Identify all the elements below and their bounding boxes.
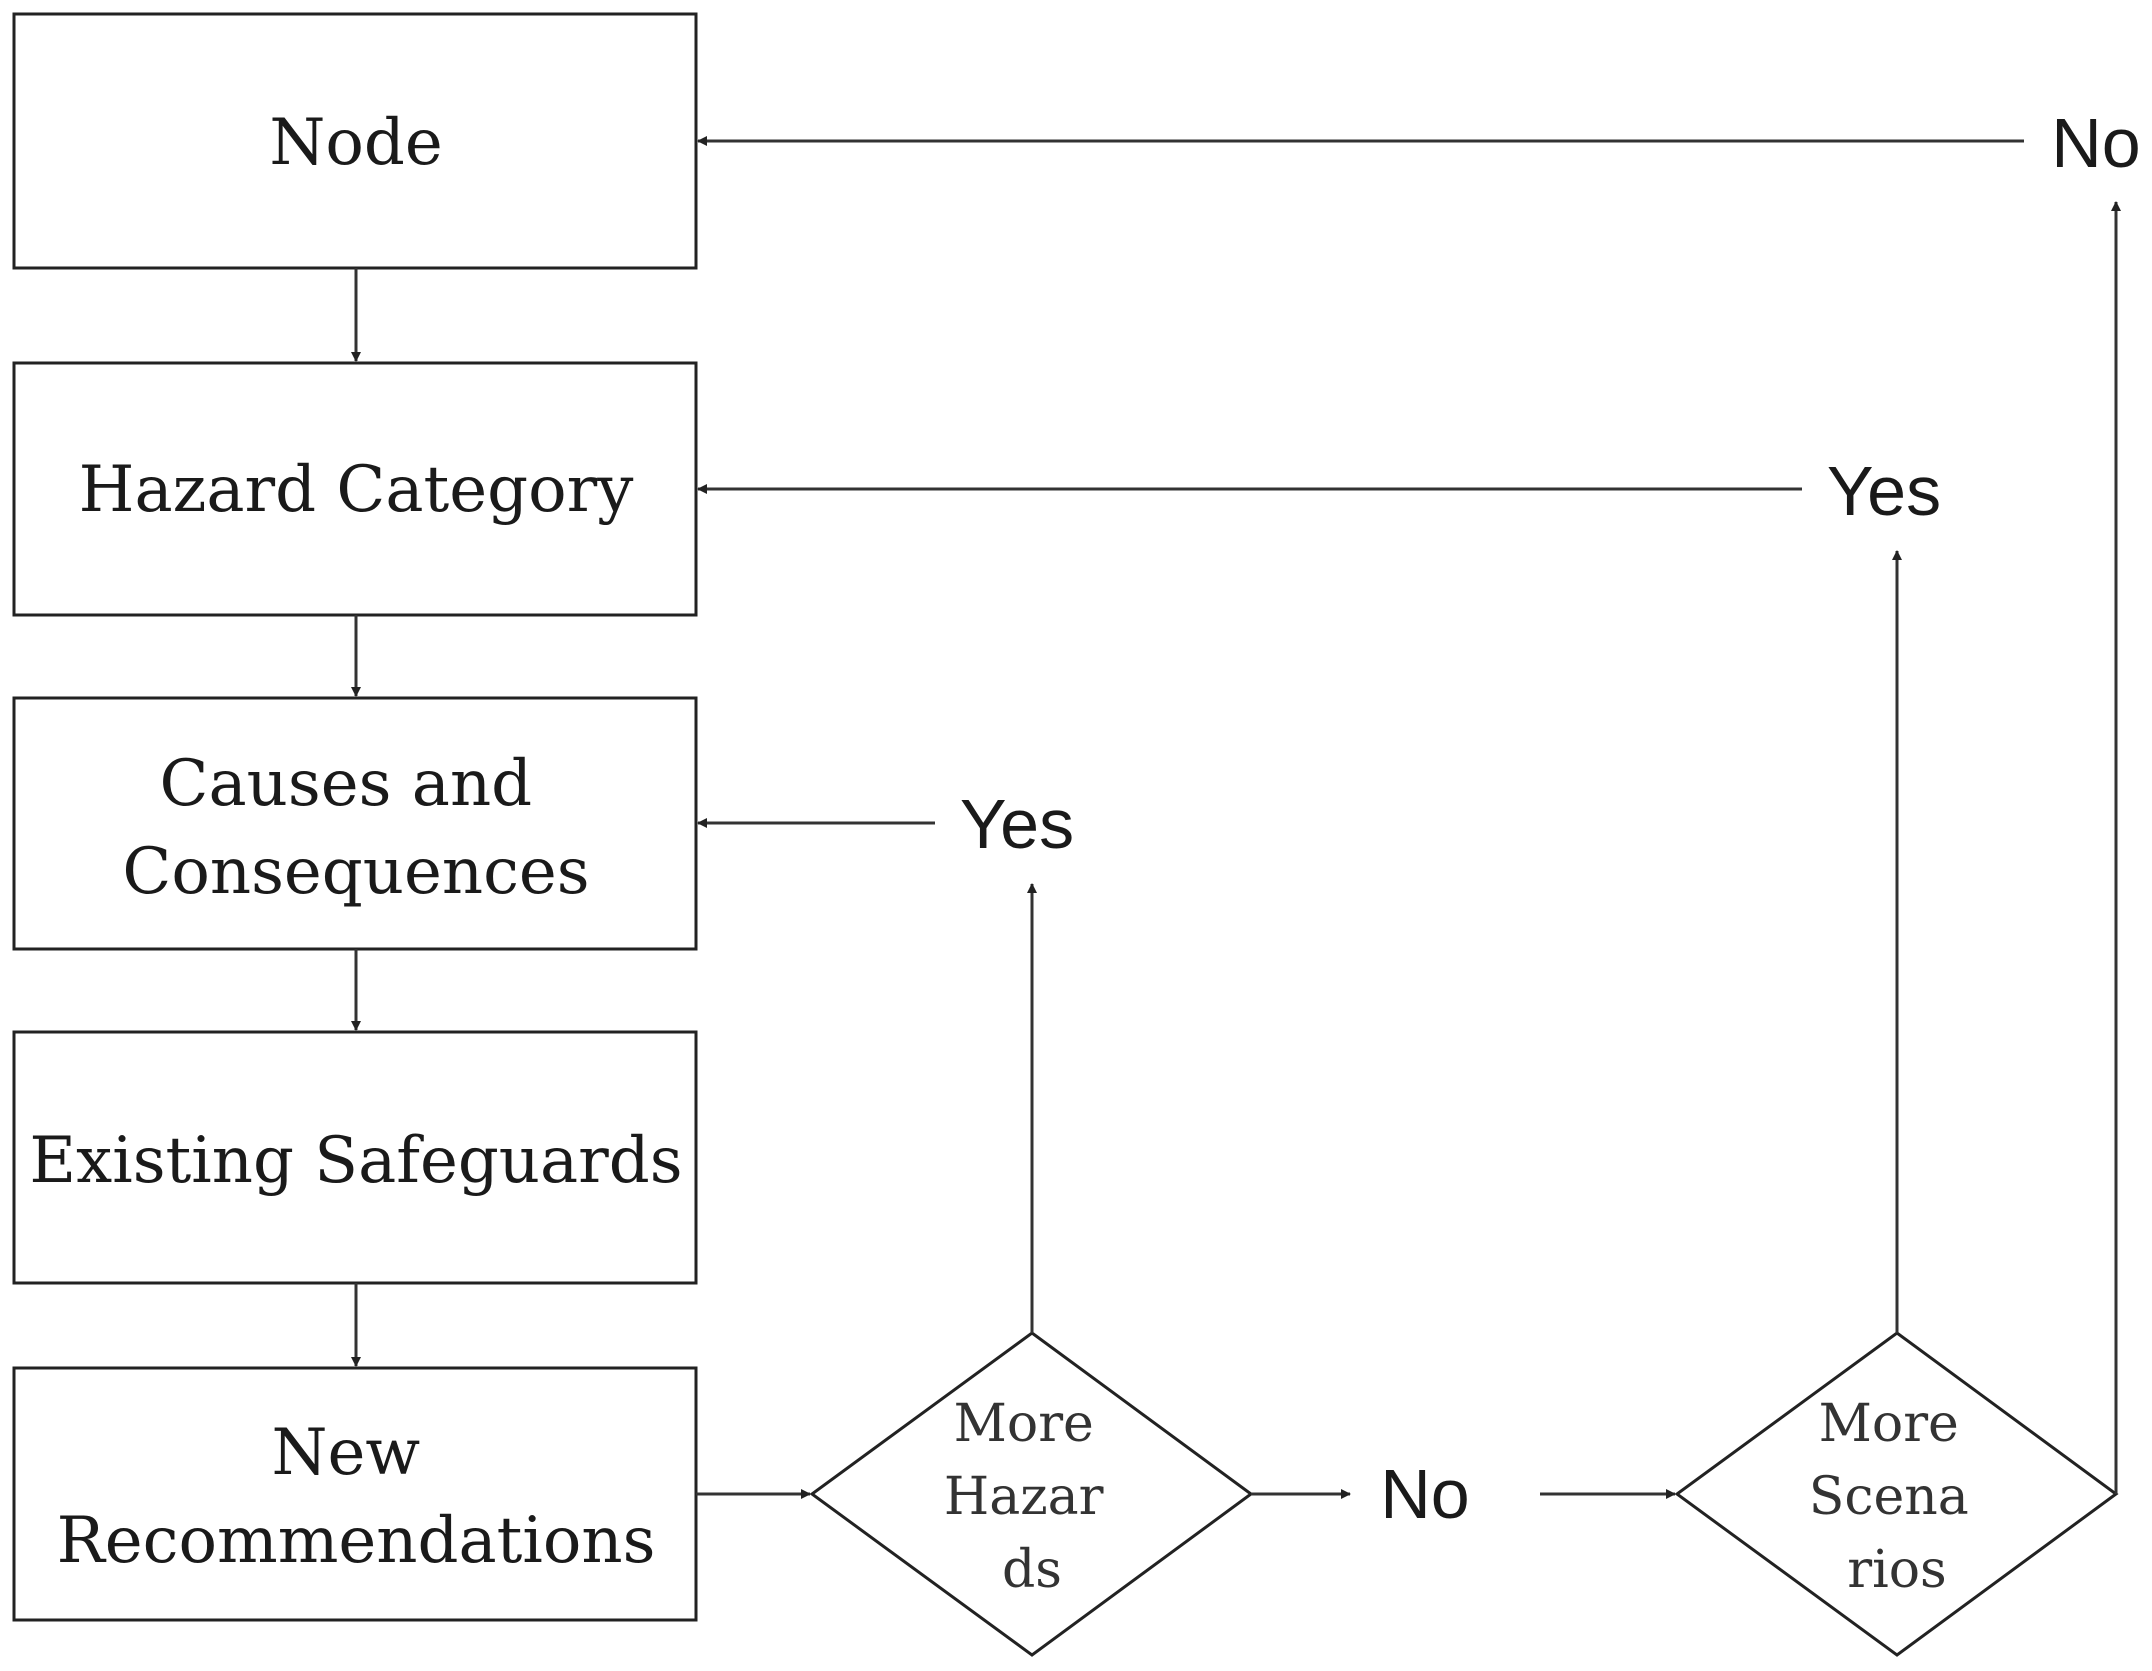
svg-text:Node: Node — [269, 106, 442, 180]
causes-consequences-box-line-1: Causes and — [160, 747, 533, 821]
label-yes-causes: Yes — [960, 785, 1074, 863]
hazard-category-box: Hazard Category — [12, 361, 698, 617]
svg-text:More Scena rios: More Scena rios — [1809, 1394, 1986, 1600]
existing-safeguards-box: Existing Safeguards — [12, 1030, 698, 1285]
causes-consequences-box: Causes and Consequences — [12, 696, 698, 951]
node-box: Node — [12, 12, 698, 270]
label-no-middle: No — [1380, 1455, 1469, 1533]
label-no-top: No — [2051, 104, 2140, 182]
more-scenarios-line-1: More — [1819, 1394, 1959, 1454]
more-hazards-diamond: More Hazar ds — [809, 1331, 1254, 1657]
more-hazards-line-3: ds — [1002, 1540, 1062, 1600]
svg-text:More Hazar ds: More Hazar ds — [944, 1394, 1120, 1600]
existing-safeguards-box-line: Existing Safeguards — [29, 1124, 682, 1198]
more-scenarios-diamond: More Scena rios — [1674, 1331, 2119, 1657]
new-recommendations-box-line-2: Recommendations — [57, 1504, 656, 1578]
causes-consequences-box-line-2: Consequences — [122, 835, 589, 909]
more-hazards-line-1: More — [954, 1394, 1094, 1454]
label-yes-hazard-category: Yes — [1827, 452, 1941, 530]
node-box-line: Node — [269, 106, 442, 180]
svg-text:New Recommendations: New Recommendations — [57, 1416, 656, 1578]
hazard-category-box-line: Hazard Category — [79, 453, 634, 527]
more-hazards-line-2: Hazar — [944, 1467, 1104, 1527]
new-recommendations-box: New Recommendations — [12, 1366, 698, 1622]
more-scenarios-line-3: rios — [1847, 1540, 1946, 1600]
svg-text:Causes and Consequences: Causes and Consequences — [122, 747, 589, 909]
svg-text:Existing Safeguards: Existing Safeguards — [29, 1124, 682, 1198]
svg-text:Hazard Category: Hazard Category — [79, 453, 634, 527]
more-scenarios-line-2: Scena — [1809, 1467, 1969, 1527]
new-recommendations-box-line-1: New — [272, 1416, 421, 1490]
